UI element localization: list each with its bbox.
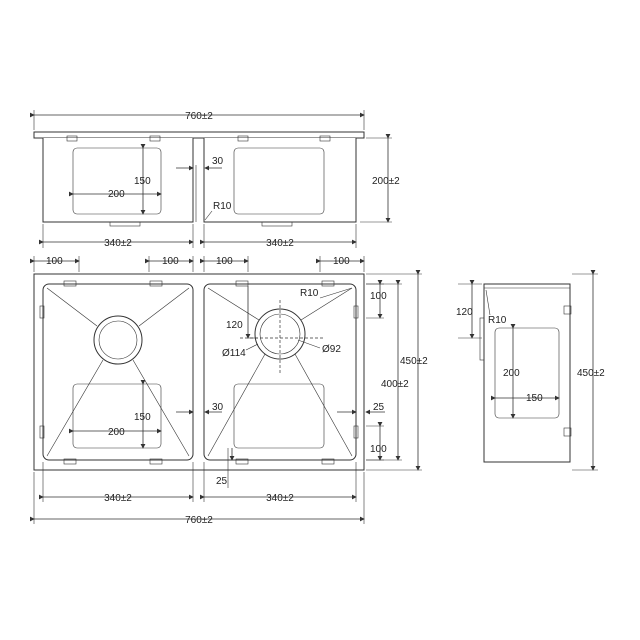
clip bbox=[235, 280, 249, 287]
dim-edge-offset-2: 100 bbox=[162, 256, 179, 267]
clip bbox=[353, 305, 359, 319]
dim-side-hole-offset: 120 bbox=[456, 307, 473, 318]
clip bbox=[63, 458, 77, 465]
dim-plate-width-plan: 200 bbox=[108, 427, 125, 438]
side-bowl bbox=[483, 283, 571, 463]
left-bowl-plate bbox=[72, 383, 162, 449]
drain-outlet bbox=[261, 221, 293, 227]
dim-overall-length-plan: 450±2 bbox=[400, 356, 428, 367]
dim-radius-side: R10 bbox=[488, 315, 507, 326]
dim-bowl-width-plan-right: 340±2 bbox=[266, 493, 294, 504]
right-plate bbox=[233, 147, 325, 215]
drain-outlet bbox=[109, 221, 141, 227]
dim-radius-plan: R10 bbox=[300, 288, 319, 299]
clip bbox=[63, 280, 77, 287]
right-drain-outer bbox=[254, 308, 306, 360]
right-bowl-plate bbox=[233, 383, 325, 449]
dim-overall-depth: 200±2 bbox=[372, 176, 400, 187]
plan-view: 100 100 100 100 R10 120 Ø114 Ø92 150 200 bbox=[30, 256, 428, 526]
clip bbox=[39, 305, 45, 319]
front-elevation-view: 760±2 200±2 150 200 30 R10 340±2 340±2 bbox=[30, 110, 400, 249]
clip bbox=[353, 425, 359, 439]
dim-edge-offset-4: 100 bbox=[333, 256, 350, 267]
dim-overall-length-side: 450±2 bbox=[577, 368, 605, 379]
dim-radius-top: R10 bbox=[213, 201, 232, 212]
clip bbox=[149, 458, 163, 465]
clip bbox=[149, 280, 163, 287]
dim-plate-height-top: 150 bbox=[134, 176, 151, 187]
dim-plate-height-plan: 150 bbox=[134, 412, 151, 423]
right-drain-inner bbox=[259, 313, 301, 355]
dim-bowl-width-top-right: 340±2 bbox=[266, 238, 294, 249]
side-plate bbox=[494, 327, 560, 419]
clip bbox=[563, 305, 572, 315]
dim-side-offset-bottom: 25 bbox=[216, 476, 228, 487]
clip bbox=[66, 135, 78, 142]
dim-side-offset-right: 25 bbox=[373, 402, 385, 413]
dim-plate-width-top: 200 bbox=[108, 189, 125, 200]
clip bbox=[39, 425, 45, 439]
dim-side-plate-width: 150 bbox=[526, 393, 543, 404]
clip bbox=[235, 458, 249, 465]
drain-stub bbox=[479, 317, 485, 361]
left-plate bbox=[72, 147, 162, 215]
clip bbox=[149, 135, 161, 142]
dim-bowl-width-top-left: 340±2 bbox=[104, 238, 132, 249]
dim-divider-gap-top: 30 bbox=[212, 156, 224, 167]
side-view: 120 R10 200 150 450±2 bbox=[456, 270, 605, 471]
dim-bowl-width-plan-left: 340±2 bbox=[104, 493, 132, 504]
dim-edge-offset-right-top: 100 bbox=[370, 291, 387, 302]
dim-side-plate-height: 200 bbox=[503, 368, 520, 379]
clip bbox=[237, 135, 249, 142]
left-drain-inner bbox=[98, 320, 138, 360]
clip bbox=[319, 135, 331, 142]
left-bowl-profile bbox=[42, 138, 194, 223]
left-drain-outer bbox=[93, 315, 143, 365]
dim-overall-width-top: 760±2 bbox=[185, 111, 213, 122]
dim-divider-gap-plan: 30 bbox=[212, 402, 224, 413]
dim-edge-offset-3: 100 bbox=[216, 256, 233, 267]
dim-edge-offset-1: 100 bbox=[46, 256, 63, 267]
rim-flange bbox=[33, 131, 365, 139]
dim-hole-center-offset: 120 bbox=[226, 320, 243, 331]
dim-edge-offset-right-bottom: 100 bbox=[370, 444, 387, 455]
dim-drain-small: Ø92 bbox=[322, 344, 341, 355]
clip bbox=[563, 427, 572, 437]
clip bbox=[321, 280, 335, 287]
left-bowl bbox=[42, 283, 194, 461]
clip bbox=[321, 458, 335, 465]
dim-drain-large: Ø114 bbox=[222, 348, 246, 359]
dim-bowl-depth-inner: 400±2 bbox=[381, 379, 409, 390]
dim-overall-width-bottom: 760±2 bbox=[185, 515, 213, 526]
